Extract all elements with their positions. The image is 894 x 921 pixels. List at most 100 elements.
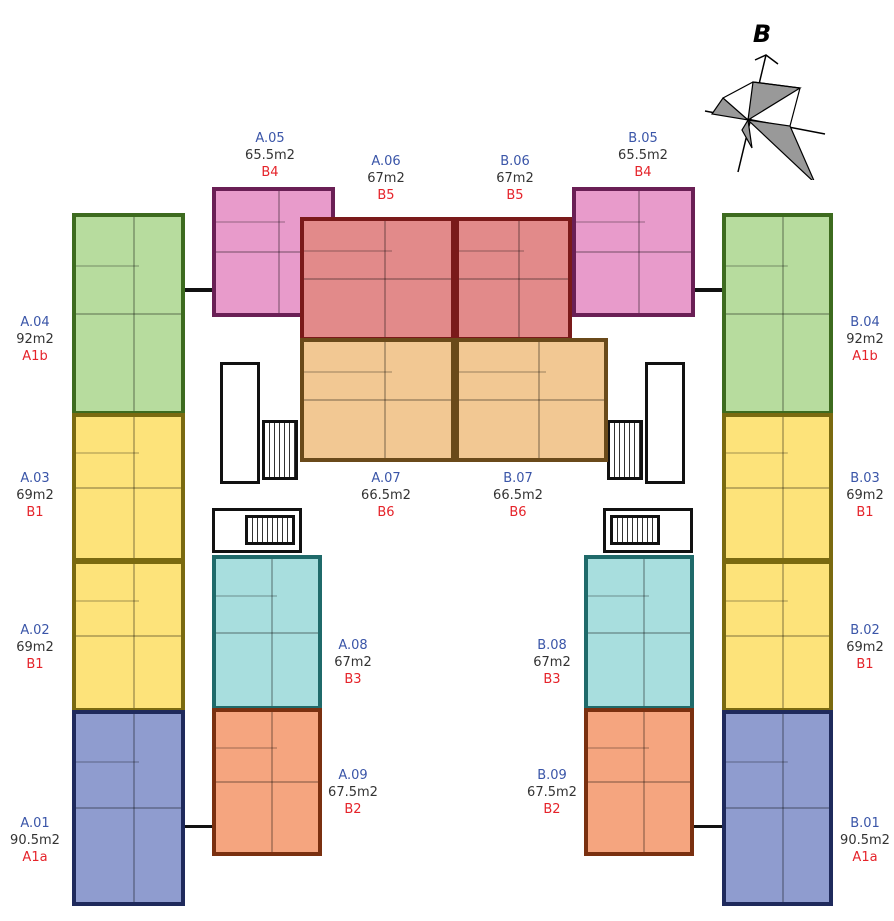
unit-code: A.03 (20, 471, 50, 486)
unit-type: B4 (261, 165, 279, 180)
apartment-b-04[interactable] (722, 213, 833, 415)
unit-type: B3 (344, 672, 362, 687)
apartment-b-07[interactable] (455, 338, 608, 462)
unit-code: A.08 (338, 638, 368, 653)
stair-left (262, 420, 298, 480)
apartment-b-05[interactable] (572, 187, 695, 317)
unit-area: 67.5m2 (527, 785, 577, 800)
apartment-a-08[interactable] (212, 555, 322, 710)
apartment-a-09[interactable] (212, 708, 322, 856)
unit-area: 92m2 (16, 332, 54, 347)
unit-type: B1 (856, 505, 874, 520)
unit-type: B6 (509, 505, 527, 520)
unit-area: 67m2 (496, 171, 534, 186)
unit-area: 69m2 (846, 640, 884, 655)
stair-left-2 (245, 515, 295, 545)
elevator-core-right (645, 362, 685, 484)
unit-type: B5 (506, 188, 524, 203)
unit-type: B1 (856, 657, 874, 672)
apartment-a-02[interactable] (72, 560, 185, 712)
unit-type: B1 (26, 657, 44, 672)
apartment-a-01[interactable] (72, 710, 185, 906)
compass-label: B (753, 20, 771, 48)
unit-code: B.08 (537, 638, 567, 653)
unit-type: B2 (543, 802, 561, 817)
unit-area: 66.5m2 (361, 488, 411, 503)
unit-type: B1 (26, 505, 44, 520)
unit-code: A.07 (371, 471, 401, 486)
apartment-b-01[interactable] (722, 710, 833, 906)
corridor-wall (694, 288, 722, 292)
unit-area: 67m2 (334, 655, 372, 670)
apartment-a-07[interactable] (300, 338, 455, 462)
stair-right-2 (610, 515, 660, 545)
north-arrow-icon: B (690, 10, 840, 184)
stair-right (607, 420, 643, 480)
unit-code: A.02 (20, 623, 50, 638)
unit-area: 67.5m2 (328, 785, 378, 800)
apartment-b-06[interactable] (455, 217, 572, 341)
unit-area: 67m2 (367, 171, 405, 186)
unit-area: 90.5m2 (10, 833, 60, 848)
apartment-a-06[interactable] (300, 217, 455, 341)
unit-area: 69m2 (846, 488, 884, 503)
unit-area: 69m2 (16, 640, 54, 655)
apartment-a-04[interactable] (72, 213, 185, 415)
unit-code: A.05 (255, 131, 285, 146)
corridor-wall (185, 825, 213, 828)
apartment-a-03[interactable] (72, 413, 185, 562)
apartment-b-08[interactable] (584, 555, 694, 710)
apartment-b-03[interactable] (722, 413, 833, 562)
apartment-b-02[interactable] (722, 560, 833, 712)
unit-type: A1b (852, 349, 878, 364)
unit-area: 65.5m2 (245, 148, 295, 163)
unit-type: B4 (634, 165, 652, 180)
unit-code: A.04 (20, 315, 50, 330)
unit-code: B.01 (850, 816, 880, 831)
unit-type: A1b (22, 349, 48, 364)
corridor-wall (185, 288, 213, 292)
unit-area: 65.5m2 (618, 148, 668, 163)
unit-code: A.09 (338, 768, 368, 783)
elevator-core-left (220, 362, 260, 484)
corridor-wall (694, 825, 722, 828)
unit-code: B.06 (500, 154, 530, 169)
unit-type: B6 (377, 505, 395, 520)
unit-type: B2 (344, 802, 362, 817)
unit-area: 67m2 (533, 655, 571, 670)
unit-area: 69m2 (16, 488, 54, 503)
unit-area: 92m2 (846, 332, 884, 347)
unit-code: B.07 (503, 471, 533, 486)
unit-code: B.09 (537, 768, 567, 783)
unit-code: A.01 (20, 816, 50, 831)
unit-code: B.02 (850, 623, 880, 638)
unit-area: 90.5m2 (840, 833, 890, 848)
unit-area: 66.5m2 (493, 488, 543, 503)
unit-type: A1a (22, 850, 48, 865)
apartment-b-09[interactable] (584, 708, 694, 856)
unit-code: B.04 (850, 315, 880, 330)
unit-type: B3 (543, 672, 561, 687)
unit-code: A.06 (371, 154, 401, 169)
unit-type: A1a (852, 850, 878, 865)
unit-code: B.05 (628, 131, 658, 146)
unit-type: B5 (377, 188, 395, 203)
